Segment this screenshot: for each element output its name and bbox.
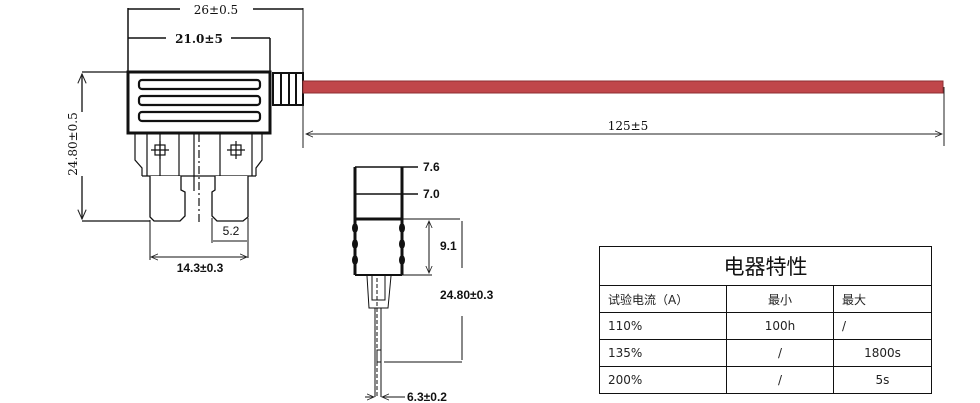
cell-max: 5s xyxy=(833,366,932,394)
dim-total-height xyxy=(384,221,463,363)
dim-wire-length-label: 125±5 xyxy=(608,119,649,133)
blade-right xyxy=(211,176,249,222)
dim-overall-width xyxy=(127,8,304,72)
table-row: 110% 100h / xyxy=(599,312,932,340)
red-wire xyxy=(302,80,944,94)
cell-min: / xyxy=(726,366,834,394)
front-view: 26±0.5 21.0±5 xyxy=(66,3,304,275)
table-row: 135% / 1800s xyxy=(599,339,932,367)
table-row: 200% / 5s xyxy=(599,366,932,394)
dim-wire-length xyxy=(302,87,945,148)
dim-blade-span xyxy=(149,220,247,260)
dim-body-width xyxy=(128,37,271,72)
dim-top-label: 7.6 xyxy=(423,160,440,174)
fuse-rib xyxy=(137,110,262,123)
cell-current: 110% xyxy=(599,312,727,340)
side-ridges xyxy=(352,223,405,265)
fuse-rib xyxy=(137,78,262,91)
blade-left xyxy=(149,176,186,222)
dim-second-label: 7.0 xyxy=(423,187,440,201)
table-title: 电器特性 xyxy=(599,246,932,286)
side-view: 7.6 7.0 9.1 24.80±0.3 6.3±0.2 xyxy=(352,160,494,403)
dim-blade-width xyxy=(211,218,249,258)
table-title-row: 电器特性 xyxy=(599,246,932,286)
test-point-icon xyxy=(151,141,169,159)
electrical-characteristics-table: 电器特性 试验电流（A） 最小 最大 110% 100h / 135% / 18… xyxy=(599,246,932,394)
header-min: 最小 xyxy=(726,285,834,313)
dim-overall-width-label: 26±0.5 xyxy=(194,3,238,17)
cell-current: 135% xyxy=(599,339,727,367)
cell-max: 1800s xyxy=(833,339,932,367)
cell-min: / xyxy=(726,339,834,367)
dim-height-label: 24.80±0.5 xyxy=(66,112,80,176)
dim-blade-width-label: 5.2 xyxy=(223,224,240,238)
cell-max: / xyxy=(833,312,932,340)
fuse-rib xyxy=(137,94,262,107)
dim-body-height xyxy=(402,218,460,276)
dim-body-width-label: 21.0±5 xyxy=(175,32,223,46)
dim-blade-thickness-label: 6.3±0.2 xyxy=(407,390,447,403)
cell-current: 200% xyxy=(599,366,727,394)
dim-blade-span-label: 14.3±0.3 xyxy=(177,261,224,275)
header-test-current: 试验电流（A） xyxy=(599,285,727,313)
dim-total-height-label: 24.80±0.3 xyxy=(440,288,494,302)
header-max: 最大 xyxy=(833,285,932,313)
test-point-icon xyxy=(227,141,245,159)
table-header-row: 试验电流（A） 最小 最大 xyxy=(599,285,932,313)
dim-body-height-label: 9.1 xyxy=(440,239,457,253)
strain-relief xyxy=(272,72,304,106)
dim-height xyxy=(82,71,150,222)
side-blade xyxy=(366,275,392,397)
cell-min: 100h xyxy=(726,312,834,340)
